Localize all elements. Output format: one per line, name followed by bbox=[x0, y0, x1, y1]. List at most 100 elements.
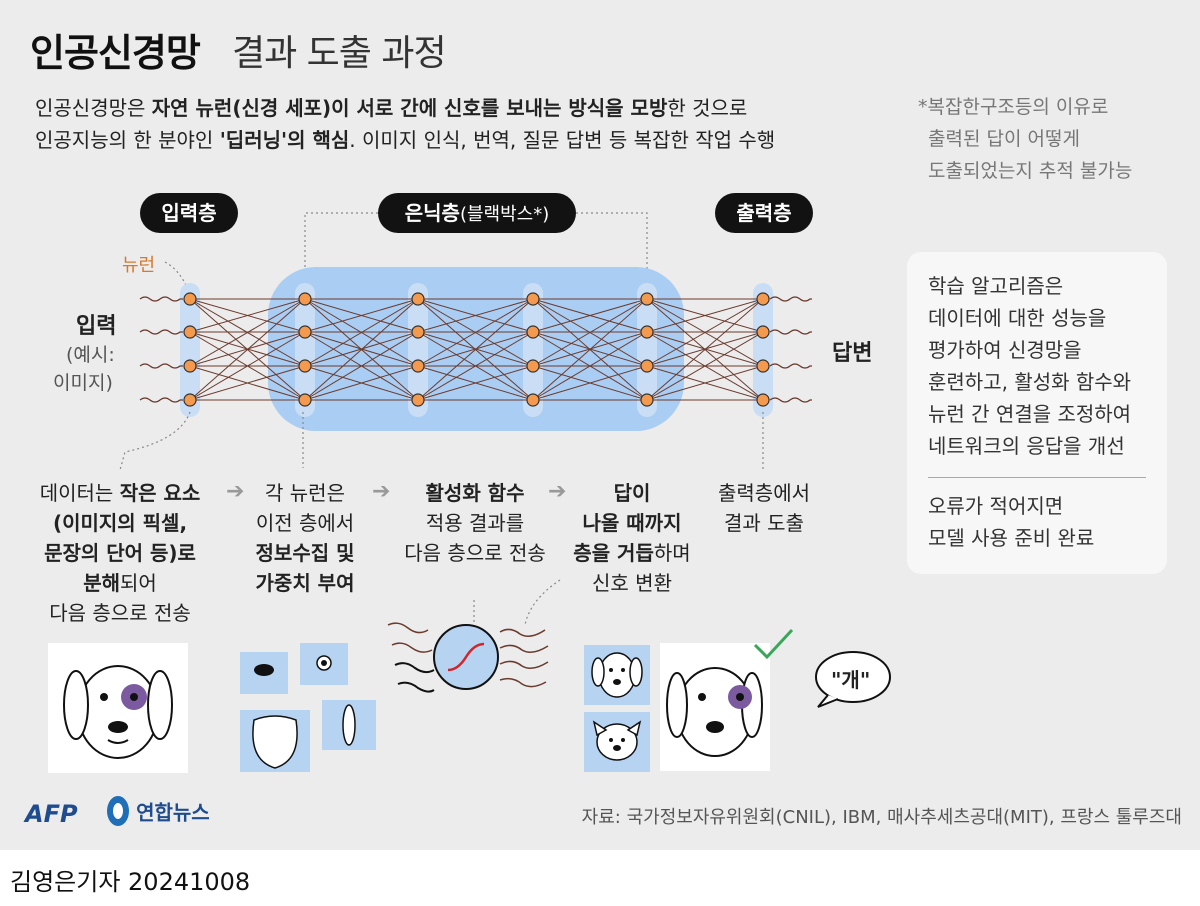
learning-line-3: 평가하여 신경망을 bbox=[928, 338, 1082, 362]
learning-divider bbox=[928, 477, 1146, 478]
connection bbox=[189, 298, 306, 401]
connection bbox=[189, 365, 306, 401]
caption-decompose: 데이터는 작은 요소 (이미지의 픽셀, 문장의 단어 등)로 분해되어 다음 … bbox=[39, 481, 201, 625]
layer-column bbox=[753, 283, 773, 417]
caption-output: 출력층에서 결과 도출 bbox=[718, 481, 810, 535]
layer-column bbox=[408, 283, 428, 417]
output-signal bbox=[769, 329, 812, 335]
layers-leader bbox=[524, 579, 561, 626]
neuron-label: 뉴런 bbox=[122, 255, 156, 276]
connection bbox=[532, 298, 648, 401]
dog-candidates bbox=[584, 645, 650, 772]
connection bbox=[189, 298, 306, 333]
reporter-credit: 김영은기자 20241008 bbox=[10, 868, 251, 896]
caption-activation: 활성화 함수 적용 결과를 다음 층으로 전송 bbox=[404, 481, 546, 565]
neuron bbox=[298, 359, 312, 373]
neuron bbox=[183, 292, 197, 306]
caption-layers: 답이 나올 때까지 층을 거듭하며 신호 변환 bbox=[573, 481, 691, 595]
input-signal bbox=[139, 296, 183, 302]
connection bbox=[304, 298, 419, 367]
input-layer-pill: 입력층 bbox=[140, 193, 238, 233]
neuron bbox=[756, 292, 770, 306]
dog-pieces bbox=[240, 643, 376, 772]
neuron bbox=[411, 325, 425, 339]
output-signal bbox=[769, 296, 812, 302]
connection bbox=[417, 365, 534, 401]
neuron bbox=[640, 359, 654, 373]
hidden-layer-pill: 은닉층(블랙박스*) bbox=[378, 193, 576, 233]
arrow-3: ➔ bbox=[548, 479, 567, 504]
connection bbox=[646, 298, 764, 333]
output-signal bbox=[769, 397, 812, 403]
neuron bbox=[526, 325, 540, 339]
illustrations bbox=[48, 622, 891, 773]
neural-network-diagram bbox=[119, 212, 812, 626]
connection bbox=[304, 298, 419, 333]
neuron bbox=[526, 393, 540, 407]
learning-line-2: 데이터에 대한 성능을 bbox=[928, 306, 1107, 330]
learning-line-1: 학습 알고리즘은 bbox=[928, 274, 1064, 298]
connection bbox=[189, 331, 306, 401]
neuron bbox=[640, 292, 654, 306]
yonhap-logo: 연합뉴스 bbox=[105, 795, 210, 827]
connection bbox=[646, 298, 764, 401]
caption-collect: 각 뉴런은 이전 층에서 정보수집 및 가중치 부여 bbox=[255, 481, 355, 595]
input-signal bbox=[139, 397, 183, 403]
learning-line-8: 모델 사용 준비 완료 bbox=[928, 526, 1095, 550]
connection bbox=[532, 298, 648, 333]
connection bbox=[532, 298, 648, 367]
neuron bbox=[183, 359, 197, 373]
connection bbox=[646, 331, 764, 401]
hidden-leader-right bbox=[576, 212, 648, 288]
connection bbox=[189, 298, 306, 367]
learning-box bbox=[907, 252, 1167, 574]
answer-label: 답변 bbox=[832, 341, 873, 366]
neuron bbox=[411, 393, 425, 407]
neuron bbox=[298, 325, 312, 339]
connection bbox=[304, 331, 419, 401]
input-signal bbox=[139, 329, 183, 335]
neuron bbox=[756, 325, 770, 339]
layer-column bbox=[523, 283, 543, 417]
yonhap-icon bbox=[107, 796, 129, 826]
input-leader bbox=[119, 411, 191, 471]
neuron bbox=[756, 393, 770, 407]
neuron bbox=[183, 325, 197, 339]
arrow-2: ➔ bbox=[372, 479, 391, 504]
neuron bbox=[183, 393, 197, 407]
learning-line-4: 훈련하고, 활성화 함수와 bbox=[928, 370, 1132, 394]
connection bbox=[417, 298, 534, 333]
neuron bbox=[640, 325, 654, 339]
input-label: 입력 bbox=[76, 314, 117, 339]
input-example-2: 이미지) bbox=[53, 372, 113, 394]
neuron bbox=[411, 359, 425, 373]
intro-line-2: 인공지능의 한 분야인 '딥러닝'의 핵심. 이미지 인식, 번역, 질문 답변… bbox=[35, 128, 776, 152]
layer-column bbox=[295, 283, 315, 417]
connection bbox=[417, 331, 534, 401]
connection bbox=[304, 298, 419, 401]
connection bbox=[304, 365, 419, 401]
learning-line-6: 네트워크의 응답을 개선 bbox=[928, 434, 1125, 458]
arrow-1: ➔ bbox=[226, 479, 245, 504]
neuron bbox=[526, 359, 540, 373]
speech-bubble bbox=[815, 651, 891, 708]
neuron bbox=[756, 359, 770, 373]
learning-line-7: 오류가 적어지면 bbox=[928, 494, 1064, 518]
note-line-1: *복잡한구조등의 이유로 bbox=[918, 96, 1109, 118]
dog-output-image bbox=[660, 628, 794, 771]
note-line-3: 도출되었는지 추적 불가능 bbox=[928, 160, 1133, 182]
output-layer-pill: 출력층 bbox=[715, 193, 813, 233]
connection bbox=[417, 298, 534, 367]
connection bbox=[646, 298, 764, 367]
page-subtitle: 결과 도출 과정 bbox=[232, 33, 447, 74]
learning-line-5: 뉴런 간 연결을 조정하여 bbox=[928, 402, 1132, 426]
activation-function-icon bbox=[387, 622, 549, 693]
neuron bbox=[298, 292, 312, 306]
layer-column bbox=[637, 283, 657, 417]
input-example-1: (예시: bbox=[66, 344, 115, 366]
output-signal bbox=[769, 363, 812, 369]
speech-bubble-text: "개" bbox=[831, 668, 871, 692]
note-line-2: 출력된 답이 어떻게 bbox=[928, 128, 1080, 150]
neuron bbox=[640, 393, 654, 407]
connection bbox=[417, 298, 534, 401]
